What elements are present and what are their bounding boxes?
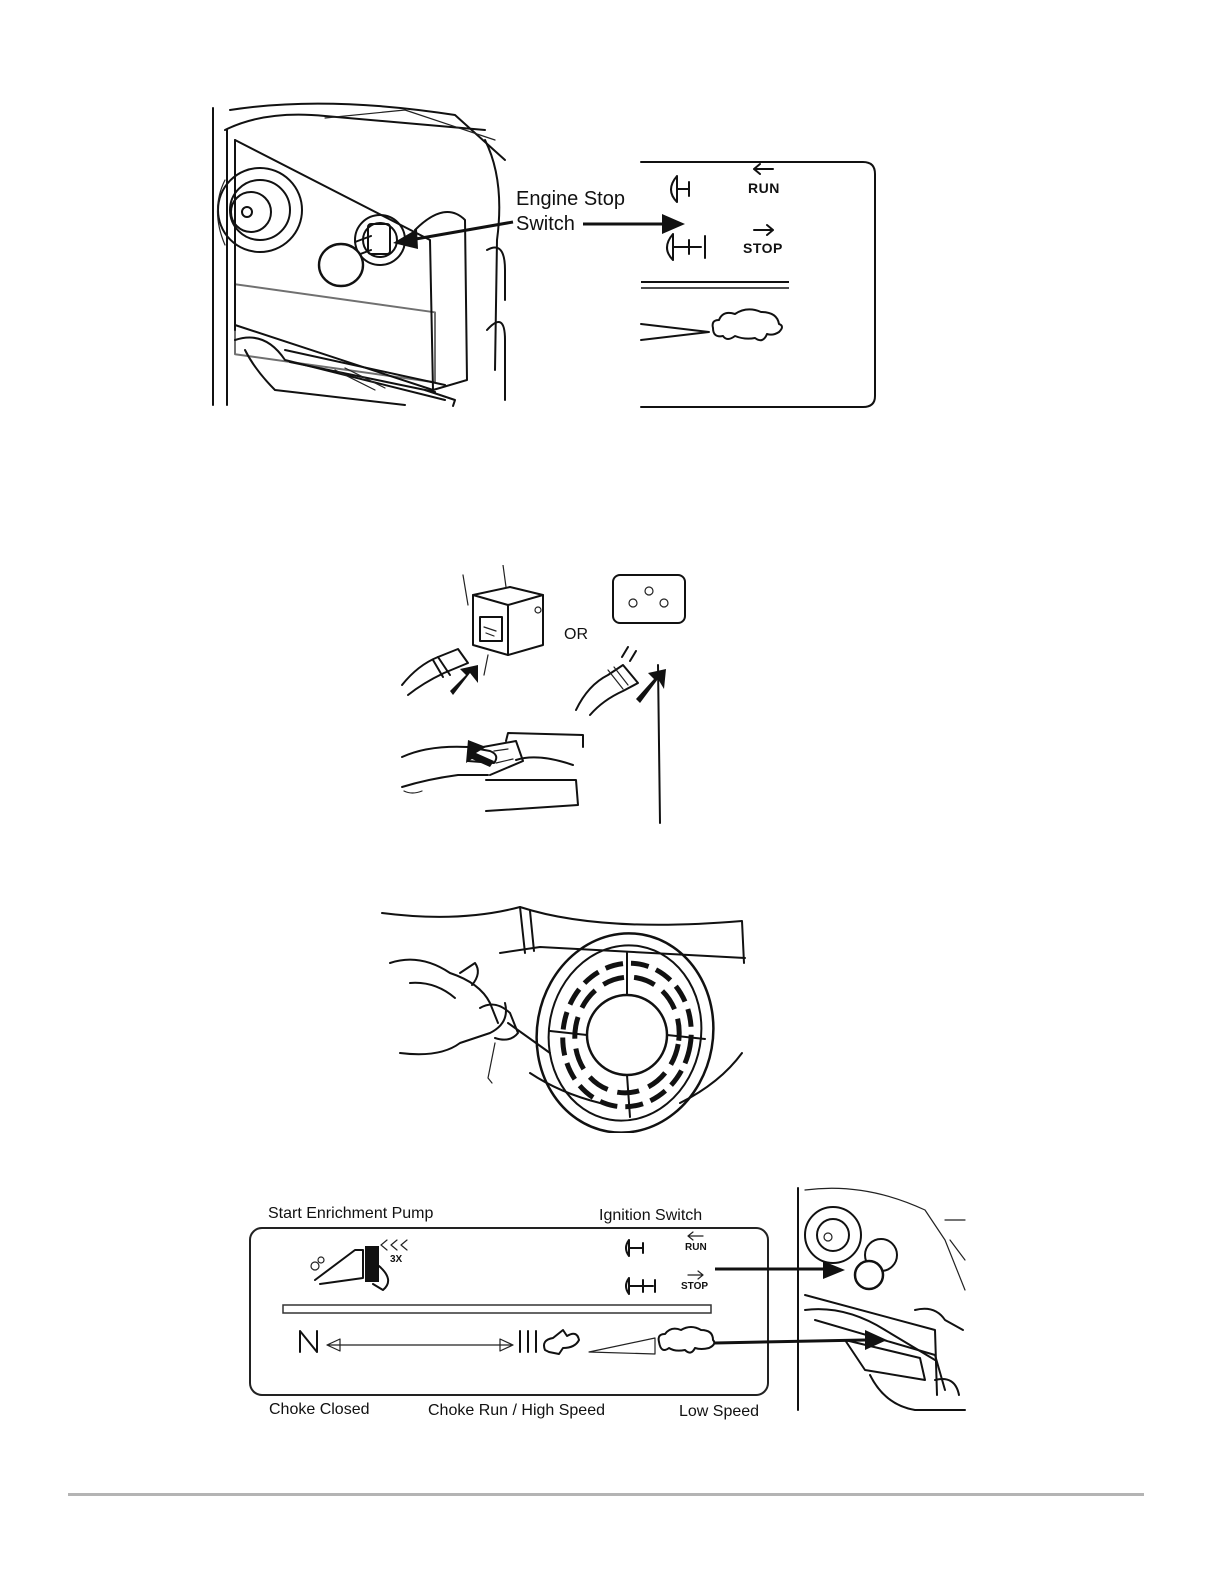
arrow-left-icon	[754, 164, 773, 174]
choke-closed-label: Choke Closed	[269, 1401, 370, 1419]
engine-panel-thumbnail	[798, 1188, 965, 1410]
throttle-wedge-icon	[589, 1338, 655, 1354]
arrow-right-icon	[688, 1271, 703, 1279]
choke-run-icon	[520, 1331, 536, 1352]
rabbit-icon	[544, 1330, 579, 1354]
or-label: OR	[564, 626, 588, 644]
turtle-icon	[713, 309, 782, 340]
ignition-stop-icon	[626, 1278, 655, 1294]
recoil-starter-illustration	[380, 903, 750, 1133]
turtle-icon	[659, 1327, 715, 1353]
engine-stop-switch-label-1: Engine Stop	[516, 187, 625, 212]
figure-engine-stop-switch: Engine Stop Switch RUN STOP	[205, 100, 885, 412]
plug-illustration	[398, 565, 718, 827]
times-label: 3X	[390, 1254, 402, 1265]
ignition-stop-label: STOP	[681, 1281, 708, 1292]
triple-chevron-icon	[381, 1240, 407, 1250]
figure-recoil-starter	[380, 903, 750, 1133]
figure-plug-connection: OR	[398, 565, 718, 827]
choke-run-high-speed-label: Choke Run / High Speed	[428, 1402, 605, 1420]
ignition-run-icon	[626, 1240, 643, 1256]
engine-stop-switch-label-2: Switch	[516, 212, 575, 237]
run-label: RUN	[748, 180, 780, 196]
footer-rule	[68, 1493, 1144, 1496]
double-arrow-icon	[327, 1339, 513, 1351]
engine-panel-illustration	[205, 100, 885, 412]
choke-closed-icon	[300, 1331, 317, 1352]
throttle-wedge-icon	[641, 324, 709, 340]
start-enrichment-pump-label: Start Enrichment Pump	[268, 1205, 433, 1223]
switch-run-icon	[671, 176, 689, 202]
ignition-switch-label: Ignition Switch	[599, 1207, 702, 1225]
enrichment-pump-icon	[311, 1246, 388, 1290]
arrow-left-icon	[688, 1232, 703, 1240]
low-speed-label: Low Speed	[679, 1403, 759, 1421]
ignition-run-label: RUN	[685, 1242, 707, 1253]
stop-label: STOP	[743, 240, 783, 256]
figure-control-decal: Start Enrichment Pump Ignition Switch 3X…	[245, 1180, 975, 1425]
switch-stop-icon	[667, 234, 705, 260]
arrow-right-icon	[754, 225, 773, 235]
